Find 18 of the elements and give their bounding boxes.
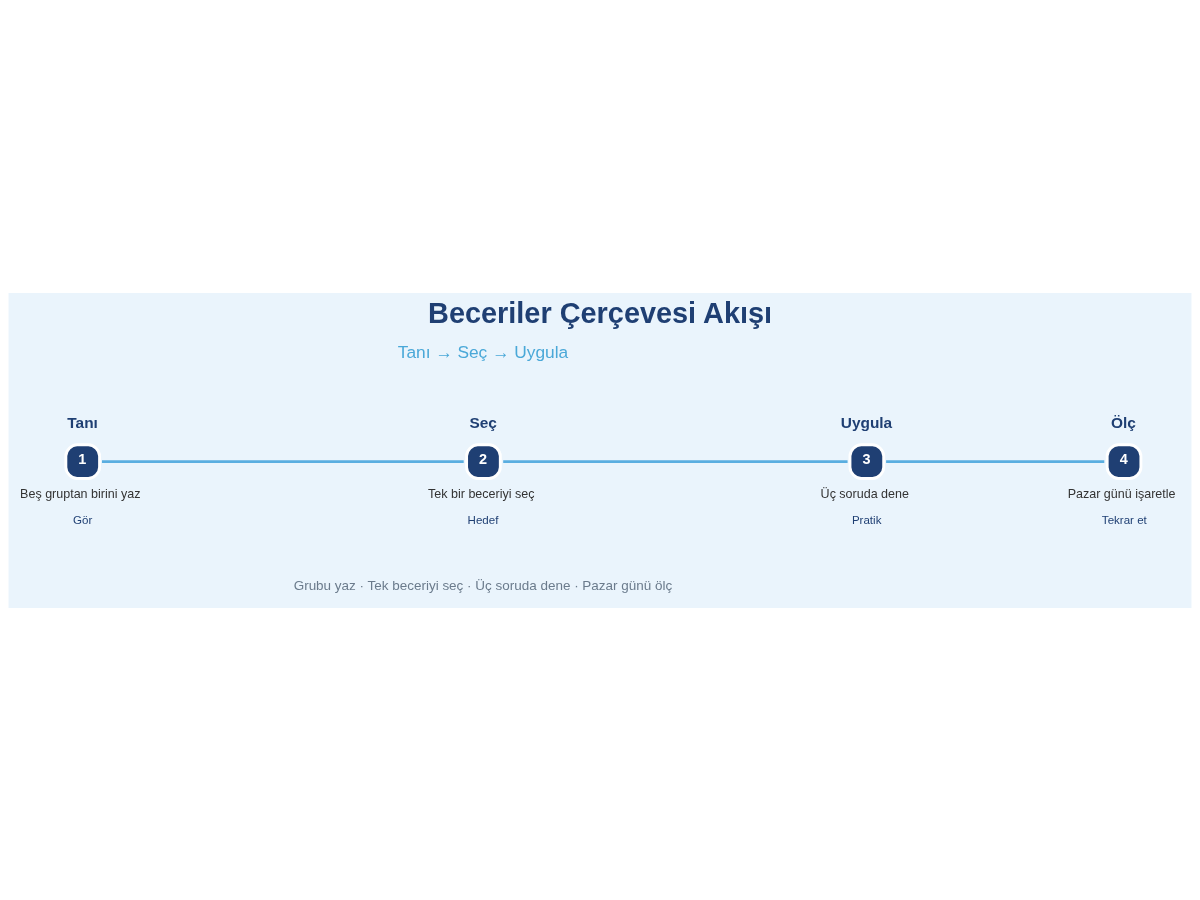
node-label: Pazar günü işaretle	[1067, 486, 1176, 501]
node-label: Hedef	[467, 513, 499, 526]
node-label: Gör	[73, 513, 93, 526]
diagram-title: Beceriler Çerçevesi Akışı	[428, 296, 773, 329]
connector	[101, 459, 464, 463]
label: Grubu yaz · Tek beceriyi seç · Üç soruda dene · Pazar günü ölç	[293, 577, 673, 593]
connector	[503, 459, 848, 463]
node-label: Beş gruptan birini yaz	[20, 486, 141, 501]
label: Tanı → Seç → Uygula	[397, 341, 569, 362]
node-label: Tekrar et	[1101, 513, 1147, 526]
node-label: Tanı	[67, 413, 98, 431]
node-label: Ölç	[1111, 413, 1136, 431]
node-label: Üç soruda dene	[820, 486, 909, 501]
node-label: Pratik	[851, 513, 882, 526]
node-label: Uygula	[840, 413, 893, 431]
connector	[886, 459, 1105, 463]
node-label: Seç	[469, 413, 497, 431]
node-label: Tek bir beceriyi seç	[428, 486, 535, 501]
